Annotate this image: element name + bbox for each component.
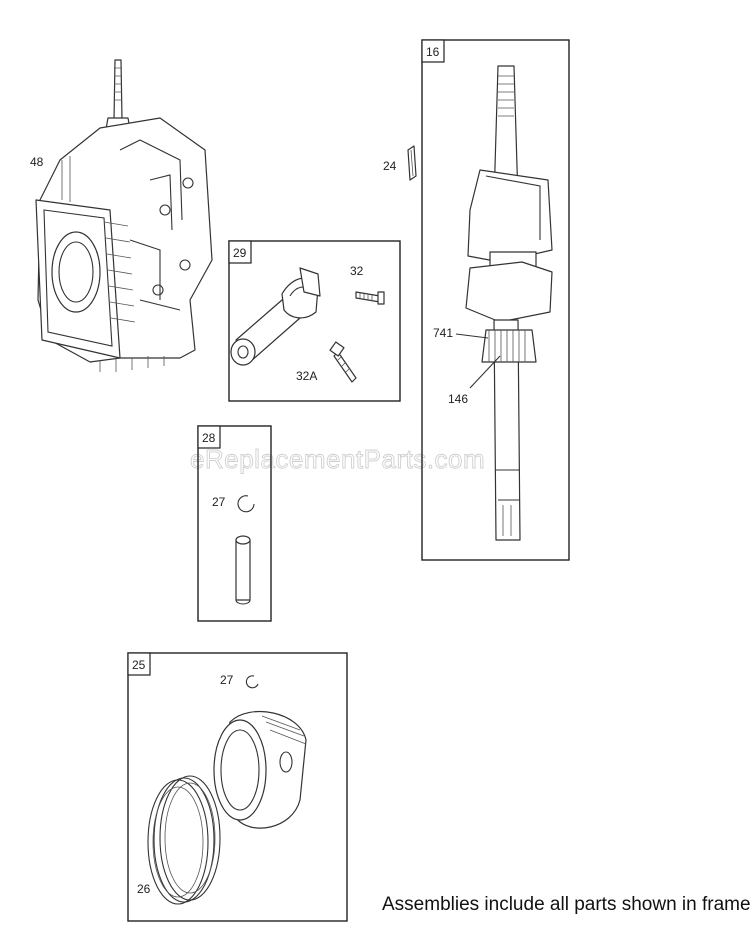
callout-rings: 26 <box>137 882 151 896</box>
tag-connecting-rod: 29 <box>233 246 247 260</box>
callout-rod-bolt-a: 32A <box>296 369 317 383</box>
callout-cylinder: 48 <box>30 155 44 169</box>
rod-bolt <box>355 291 385 305</box>
callout-timing-gear-key: 741 <box>433 326 453 340</box>
frame-connecting-rod <box>228 240 401 402</box>
leader-timing-gear-key <box>455 333 489 339</box>
frame-crankshaft <box>421 39 570 561</box>
watermark: eReplacementParts.com <box>190 444 485 474</box>
piston-rings <box>147 775 221 905</box>
rod-bolt-a <box>329 341 357 383</box>
cylinder-block <box>35 59 213 372</box>
tag-crankshaft: 16 <box>426 45 440 59</box>
piston-retainer-ring <box>245 675 259 689</box>
pin-retainer-ring <box>237 495 255 513</box>
piston-pin <box>235 535 251 605</box>
frame-piston <box>127 652 348 922</box>
callout-rod-bolt: 32 <box>350 264 364 278</box>
tag-box-piston-pin <box>197 425 221 449</box>
footnote: Assemblies include all parts shown in fr… <box>382 894 750 915</box>
frame-piston-pin <box>197 425 272 622</box>
callout-pin-retainer: 27 <box>212 495 226 509</box>
tag-piston-pin: 28 <box>202 431 216 445</box>
piston <box>213 710 307 829</box>
callout-piston-retainer: 27 <box>220 673 234 687</box>
leader-timing-gear <box>469 355 501 389</box>
tag-box-crankshaft <box>421 39 445 63</box>
tag-box-piston <box>127 652 151 676</box>
callout-timing-gear: 146 <box>448 392 468 406</box>
callout-key: 24 <box>383 159 397 173</box>
tag-box-connecting-rod <box>228 240 252 264</box>
crankshaft <box>465 65 553 541</box>
connecting-rod <box>230 267 321 366</box>
tag-piston: 25 <box>132 658 146 672</box>
key-part <box>407 145 417 181</box>
